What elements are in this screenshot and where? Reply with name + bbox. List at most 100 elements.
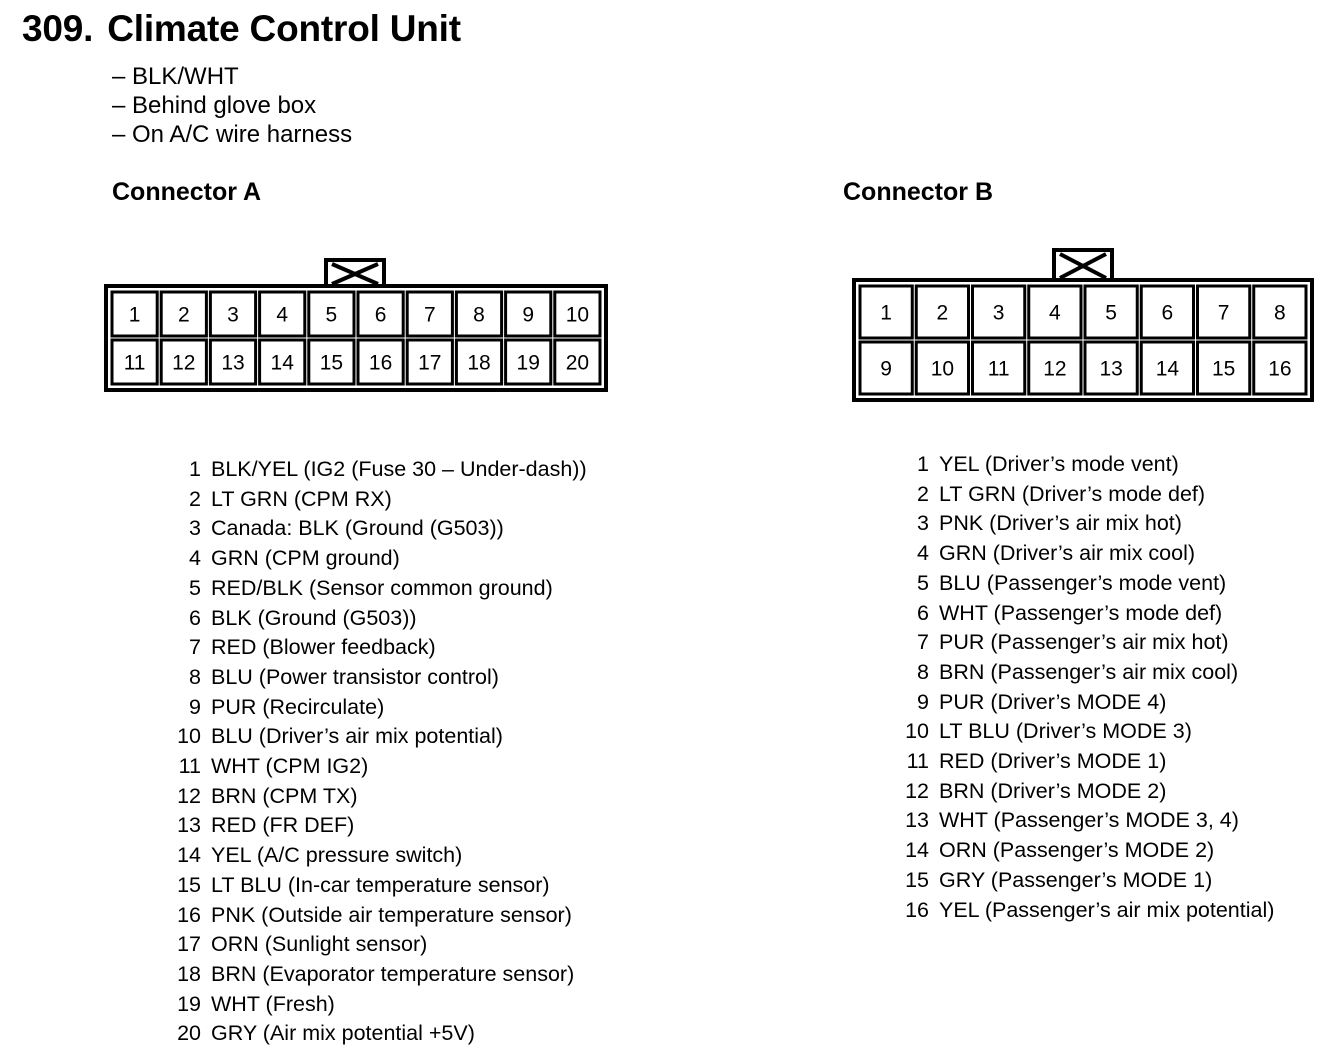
connector-b-pin-description: YEL (Driver’s mode vent) [939,452,1179,476]
connector-b-pin-row: 1 YEL (Driver’s mode vent) [898,450,1274,480]
connector-b-pin-description: BRN (Passenger’s air mix cool) [939,659,1239,684]
connector-a-pin-number: 20 [177,1021,201,1046]
note-location: – Behind glove box [112,92,317,119]
connector-a-pin-number: 15 [177,872,201,897]
connector-a-pin-description: YEL (A/C pressure switch) [211,843,463,868]
connector-b-pin-row: 8 BRN (Passenger’s air mix cool) [898,658,1274,688]
connector-notes: – BLK/WHT – Behind glove box – On A/C wi… [112,62,352,149]
connector-a-cavity: 3 [208,290,258,338]
connector-b-pin-description: YEL (Passenger’s air mix potential) [939,897,1275,922]
connector-b-pin-number: 1 [917,452,929,476]
connector-a-pin-description: BLK (Ground (G503)) [211,605,417,630]
note-harness: – On A/C wire harness [112,121,353,148]
connector-b-pin-number: 14 [905,838,929,863]
connector-b-cavity: 10 [914,340,970,396]
connector-a-cavity: 2 [159,290,208,338]
connector-a-pin-number: 6 [189,605,201,630]
connector-a-cavity-number: 8 [473,304,485,327]
connector-a-pin-number: 19 [177,991,201,1016]
connector-a-cavity-number: 6 [375,304,387,327]
connector-a-pin-number: 4 [189,546,201,571]
connector-b-pin-number: 7 [917,630,929,655]
connector-b-cavity: 2 [914,284,970,340]
connector-a-pin-number: 3 [189,516,201,541]
connector-b-cavity: 1 [858,284,914,340]
connector-b-latch [1052,248,1114,284]
connector-b-pin-number: 5 [917,570,929,595]
connector-a-cavity-number: 4 [276,304,288,327]
connector-a-pin-row: 12 BRN (CPM TX) [170,782,587,812]
connector-b-pin-description: WHT (Passenger’s MODE 3, 4) [939,808,1239,833]
connector-a-cavity: 13 [208,338,258,386]
connector-a-cavity-number: 9 [522,304,534,327]
connector-a-pin-number: 18 [177,961,201,986]
connector-a-pin-number: 9 [189,694,201,719]
connector-a-pin-description: RED (Blower feedback) [211,635,436,660]
connector-a-pin-row: 2 LT GRN (CPM RX) [170,485,587,515]
connector-b-pin-description: GRN (Driver’s air mix cool) [939,541,1196,566]
connector-a-pin-number: 12 [177,783,201,808]
connector-a-pin-number: 16 [177,902,201,927]
connector-a-pin-description: BRN (CPM TX) [211,783,358,808]
connector-a-cavity: 9 [504,290,553,338]
connector-a-cavity-number: 15 [320,352,343,375]
connector-b-pin-description: LT BLU (Driver’s MODE 3) [939,719,1192,744]
connector-b-cavity: 7 [1196,284,1252,340]
section-title: Climate Control Unit [107,8,461,49]
connector-b-pin-description: ORN (Passenger’s MODE 2) [939,838,1215,863]
connector-a-pin-description: LT GRN (CPM RX) [211,486,392,511]
connector-a-cavity: 1 [110,290,159,338]
connector-b-cavity-number: 10 [931,358,954,381]
connector-a-pin-row: 14 YEL (A/C pressure switch) [170,841,587,871]
connector-a-pin-number: 10 [177,724,201,749]
connector-b-cavity-number: 14 [1156,358,1180,381]
connector-a-cavity: 12 [159,338,208,386]
connector-b-cavity: 15 [1196,340,1252,396]
connector-b-cavity: 4 [1027,284,1083,340]
connector-b-cavity-number: 4 [1049,302,1061,325]
connector-a-pin-number: 14 [177,843,201,868]
connector-b-cavity-number: 2 [937,302,949,325]
connector-b-pin-description: WHT (Passenger’s mode def) [939,600,1223,625]
connector-b-pin-description: LT GRN (Driver’s mode def) [939,481,1206,506]
page-title: 309.Climate Control Unit [22,8,461,50]
connector-b-title: Connector B [843,178,993,206]
connector-a-cavity-number: 11 [124,352,146,375]
connector-b-pin-number: 10 [905,719,929,744]
connector-a-cavity: 10 [553,290,602,338]
connector-a-cavity: 11 [110,338,159,386]
connector-a-pin-description: PNK (Outside air temperature sensor) [211,902,572,927]
connector-a-pin-description: BLK/YEL (IG2 (Fuse 30 – Under-dash)) [211,457,587,481]
connector-b-cavity: 9 [858,340,914,396]
connector-a-pin-row: 16 PNK (Outside air temperature sensor) [170,901,587,931]
connector-b-cavity-number: 13 [1099,358,1122,381]
connector-a-cavity-number: 16 [369,352,392,375]
connector-a-pin-description: BLU (Power transistor control) [211,664,499,689]
connector-a-pin-description: LT BLU (In-car temperature sensor) [211,872,550,897]
connector-a-pin-row: 6 BLK (Ground (G503)) [170,604,587,634]
connector-b-cavity-number: 12 [1043,358,1066,381]
connector-a-pin-number: 7 [189,635,201,660]
connector-a-cavity-number: 20 [566,352,589,375]
connector-b-pin-number: 8 [917,659,929,684]
connector-b-cavity: 6 [1139,284,1195,340]
connector-a-pin-number: 1 [189,457,201,481]
connector-a-latch [324,258,386,290]
connector-a-pin-number: 2 [189,486,201,511]
connector-a-pin-row: 7 RED (Blower feedback) [170,633,587,663]
connector-b-pin-description: BRN (Driver’s MODE 2) [939,778,1167,803]
